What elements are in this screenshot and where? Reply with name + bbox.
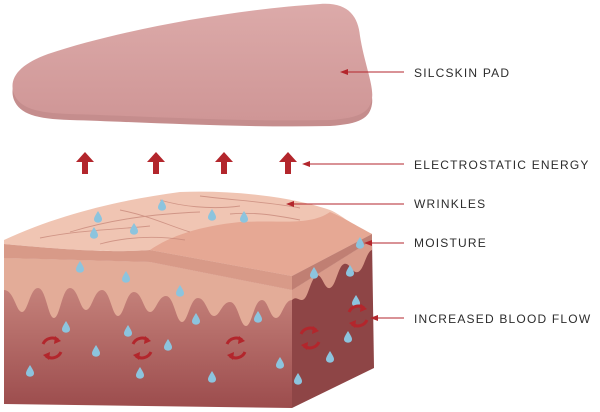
silcskin-pad — [12, 3, 373, 127]
arrow-up-icon — [279, 152, 297, 174]
leader-lines — [286, 69, 404, 321]
label-electrostatic-energy: ELECTROSTATIC ENERGY — [414, 158, 590, 172]
arrow-up-icon — [76, 152, 94, 174]
label-increased-blood-flow: INCREASED BLOOD FLOW — [414, 312, 592, 326]
arrow-up-icon — [147, 152, 165, 174]
label-silcskin-pad: SILCSKIN PAD — [414, 66, 511, 80]
label-wrinkles: WRINKLES — [414, 197, 487, 211]
electrostatic-arrows — [76, 152, 297, 174]
skin-block — [4, 191, 374, 408]
arrow-up-icon — [215, 152, 233, 174]
label-moisture: MOISTURE — [414, 236, 487, 250]
